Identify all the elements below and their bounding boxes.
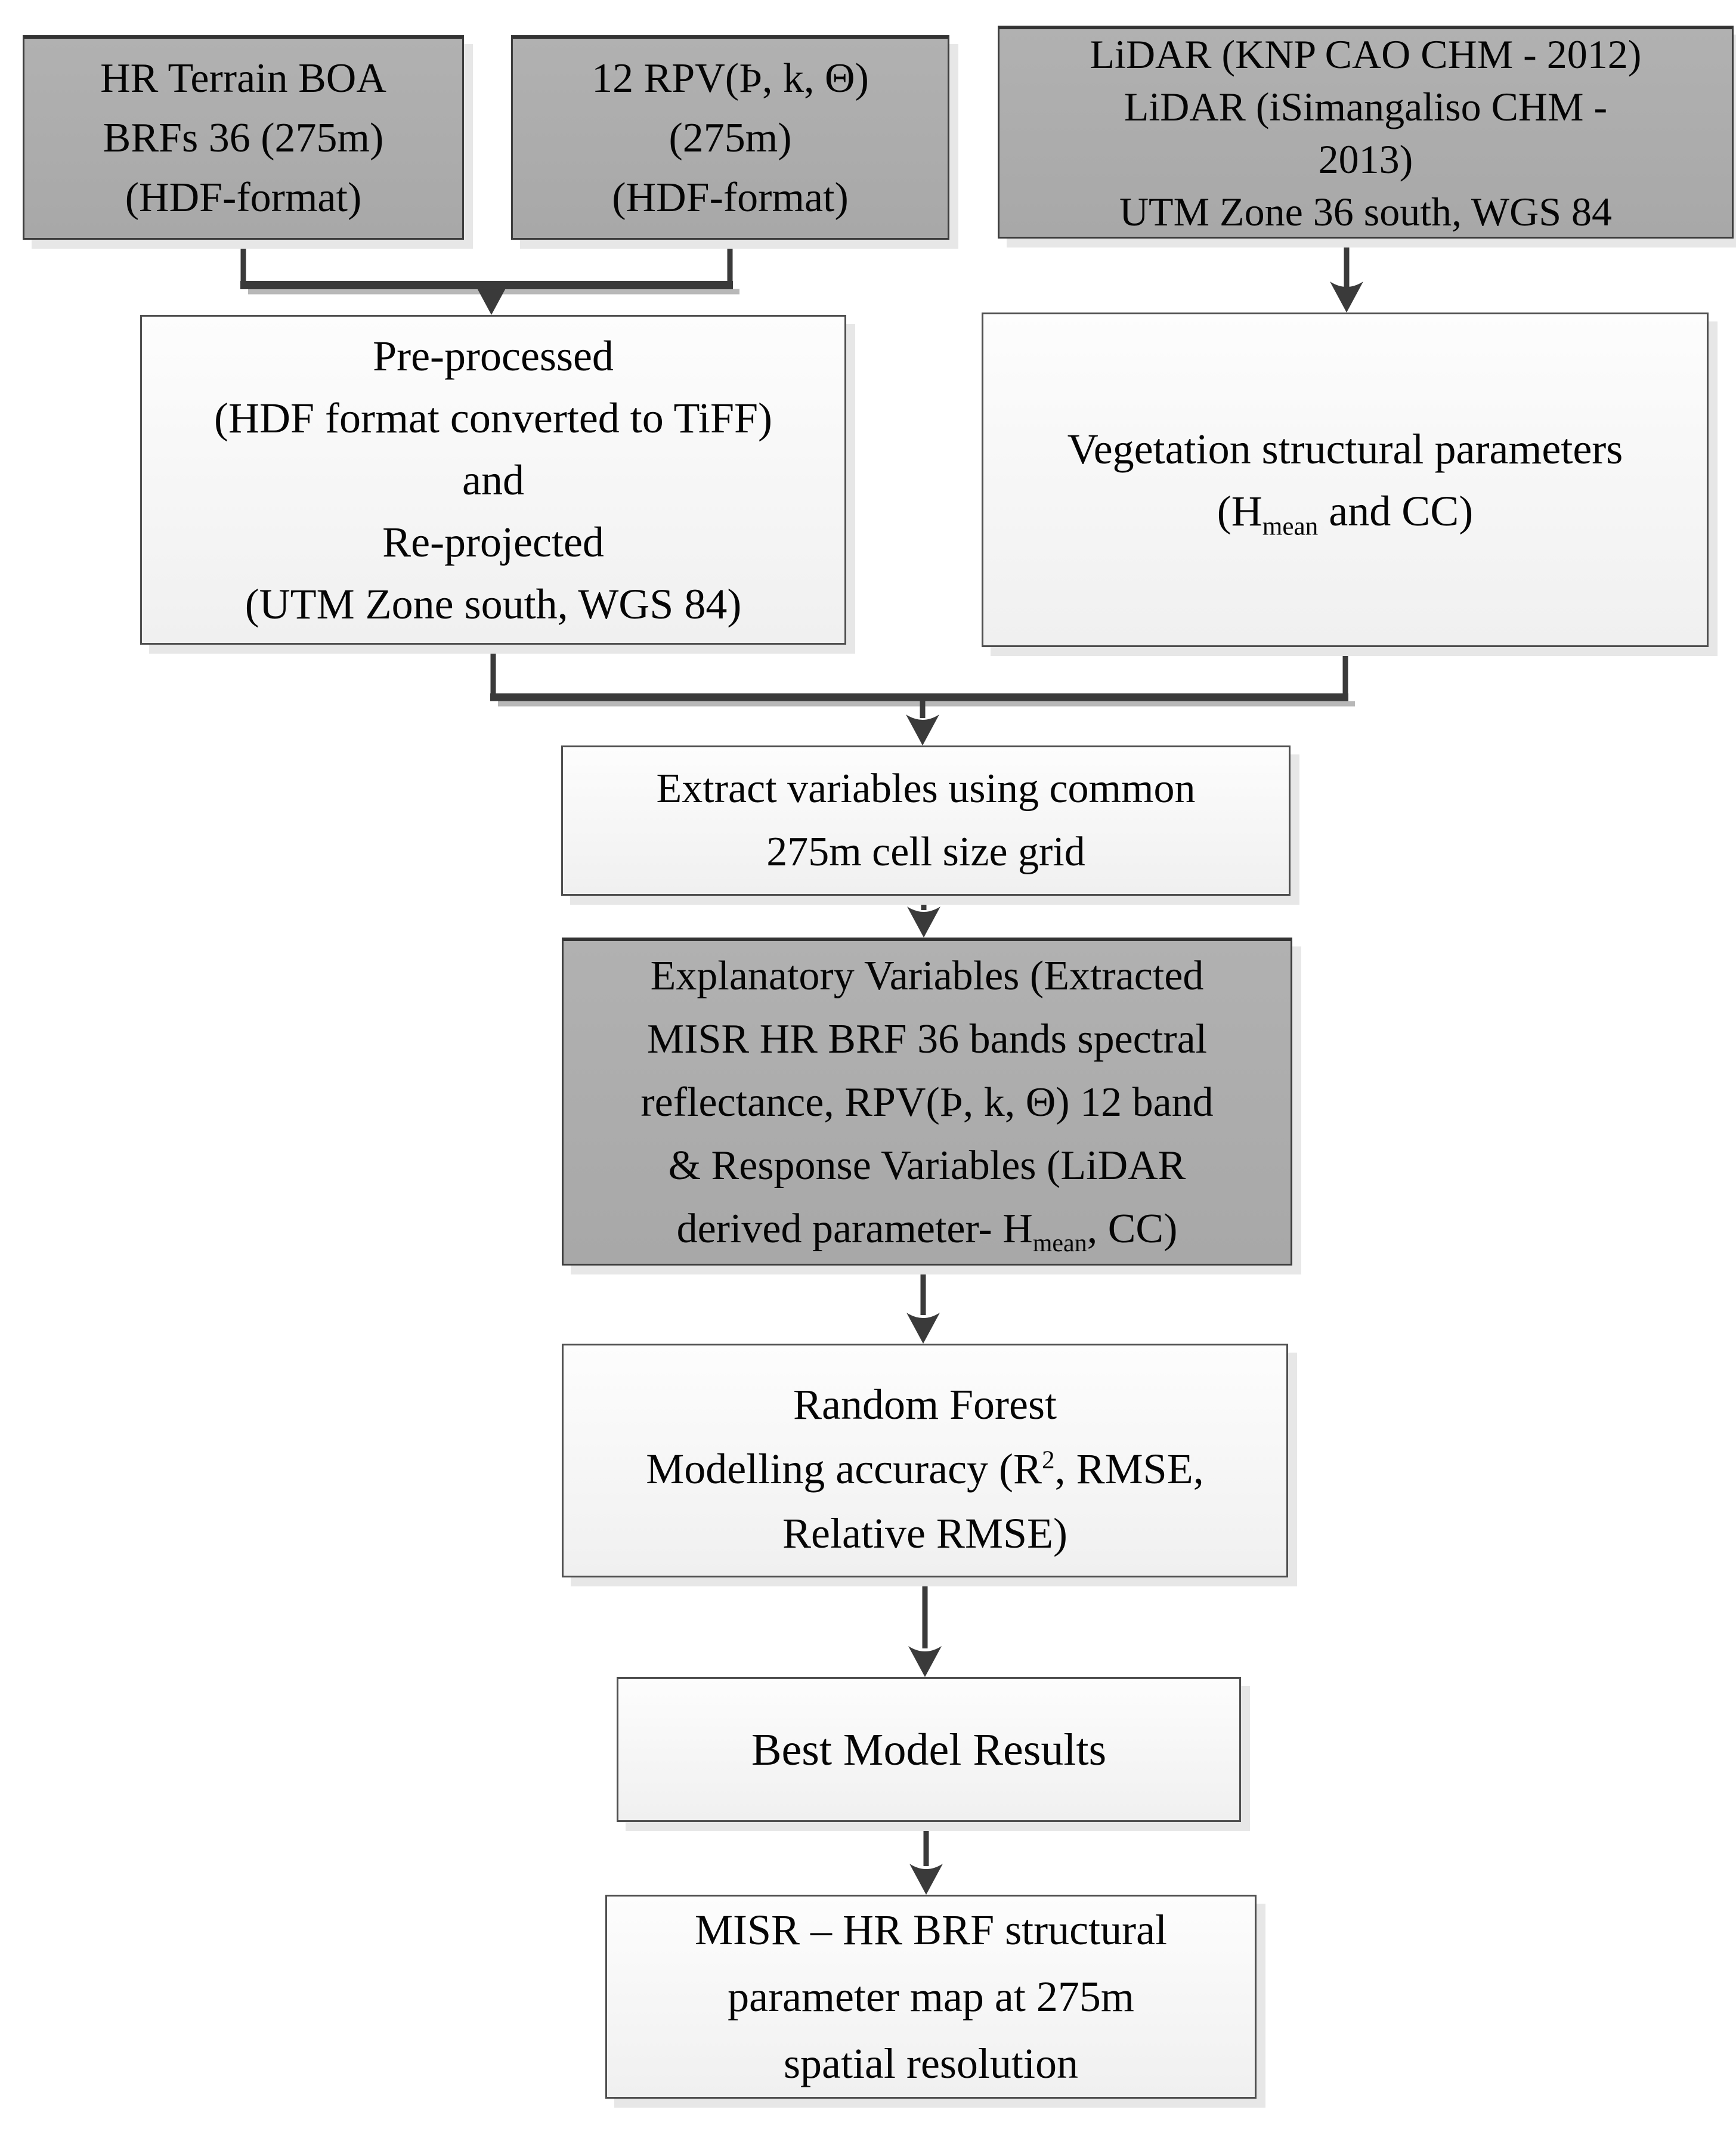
vars-lastline-subscript: mean (1032, 1229, 1087, 1257)
box-12-rpv-text: 12 RPV(Þ, k, Θ) (275m) (HDF-format) (592, 55, 869, 221)
box-vegetation-parameters-line1: Vegetation structural parameters (1067, 425, 1623, 473)
box-vegetation-parameters: Vegetation structural parameters (Hmean … (982, 313, 1709, 647)
connector-lidar-to-vegetation (1330, 237, 1363, 313)
veg-line2-subscript: mean (1262, 512, 1319, 540)
box-extract-variables: Extract variables using common 275m cell… (561, 745, 1291, 896)
arrowhead-down-icon (906, 714, 939, 745)
connector-best-model-to-output (909, 1821, 943, 1895)
box-hr-terrain-boa-brf: HR Terrain BOA BRFs 36 (275m) (HDF-forma… (23, 35, 464, 240)
box-explanatory-response-variables-lastline: derived parameter- Hmean, CC) (677, 1198, 1178, 1261)
box-random-forest-line2: Modelling accuracy (R2, RMSE, (646, 1437, 1203, 1501)
vars-lastline-post: , CC) (1087, 1205, 1178, 1252)
connector-sources-to-preprocessed (240, 239, 739, 315)
box-extract-variables-text: Extract variables using common 275m cell… (656, 766, 1196, 875)
box-random-forest-line1: Random Forest (793, 1381, 1057, 1428)
box-output-map: MISR – HR BRF structural parameter map a… (605, 1895, 1257, 2099)
box-output-map-text: MISR – HR BRF structural parameter map a… (694, 1906, 1168, 2087)
arrowhead-down-icon (475, 284, 508, 315)
rf-line2-superscript: 2 (1042, 1446, 1055, 1474)
box-explanatory-response-variables-text: Explanatory Variables (Extracted MISR HR… (640, 952, 1214, 1189)
box-12-rpv: 12 RPV(Þ, k, Θ) (275m) (HDF-format) (511, 35, 949, 240)
connector-extract-to-variables (907, 895, 940, 938)
connector-random-forest-to-best-model (908, 1576, 942, 1677)
box-best-model-results-text: Best Model Results (751, 1724, 1107, 1775)
box-explanatory-response-variables: Explanatory Variables (Extracted MISR HR… (562, 938, 1292, 1266)
box-random-forest-line3: Relative RMSE) (782, 1509, 1067, 1557)
box-pre-processed: Pre-processed (HDF format converted to T… (140, 315, 846, 645)
box-best-model-results: Best Model Results (617, 1677, 1241, 1822)
arrowhead-down-icon (906, 1313, 940, 1344)
rf-line2-post: , RMSE, (1054, 1445, 1204, 1493)
box-hr-terrain-boa-brf-text: HR Terrain BOA BRFs 36 (275m) (HDF-forma… (100, 55, 386, 221)
veg-line2-post: and CC) (1318, 487, 1474, 535)
rf-line2-pre: Modelling accuracy (R (646, 1445, 1042, 1493)
box-lidar-sources-text: LiDAR (KNP CAO CHM - 2012) LiDAR (iSiman… (1090, 32, 1642, 234)
box-lidar-sources: LiDAR (KNP CAO CHM - 2012) LiDAR (iSiman… (998, 26, 1734, 239)
box-pre-processed-text: Pre-processed (HDF format converted to T… (214, 332, 772, 628)
arrowhead-down-icon (907, 907, 940, 938)
arrowhead-down-icon (908, 1646, 942, 1677)
box-random-forest: Random Forest Modelling accuracy (R2, RM… (562, 1344, 1288, 1577)
arrowhead-down-icon (1330, 281, 1363, 313)
connector-variables-to-random-forest (906, 1264, 940, 1344)
box-vegetation-parameters-line2: (Hmean and CC) (1217, 480, 1474, 542)
connector-preprocessed-veg-to-extract (490, 644, 1355, 745)
veg-line2-pre: (H (1217, 487, 1262, 535)
vars-lastline-pre: derived parameter- H (676, 1205, 1033, 1252)
arrowhead-down-icon (909, 1864, 943, 1895)
